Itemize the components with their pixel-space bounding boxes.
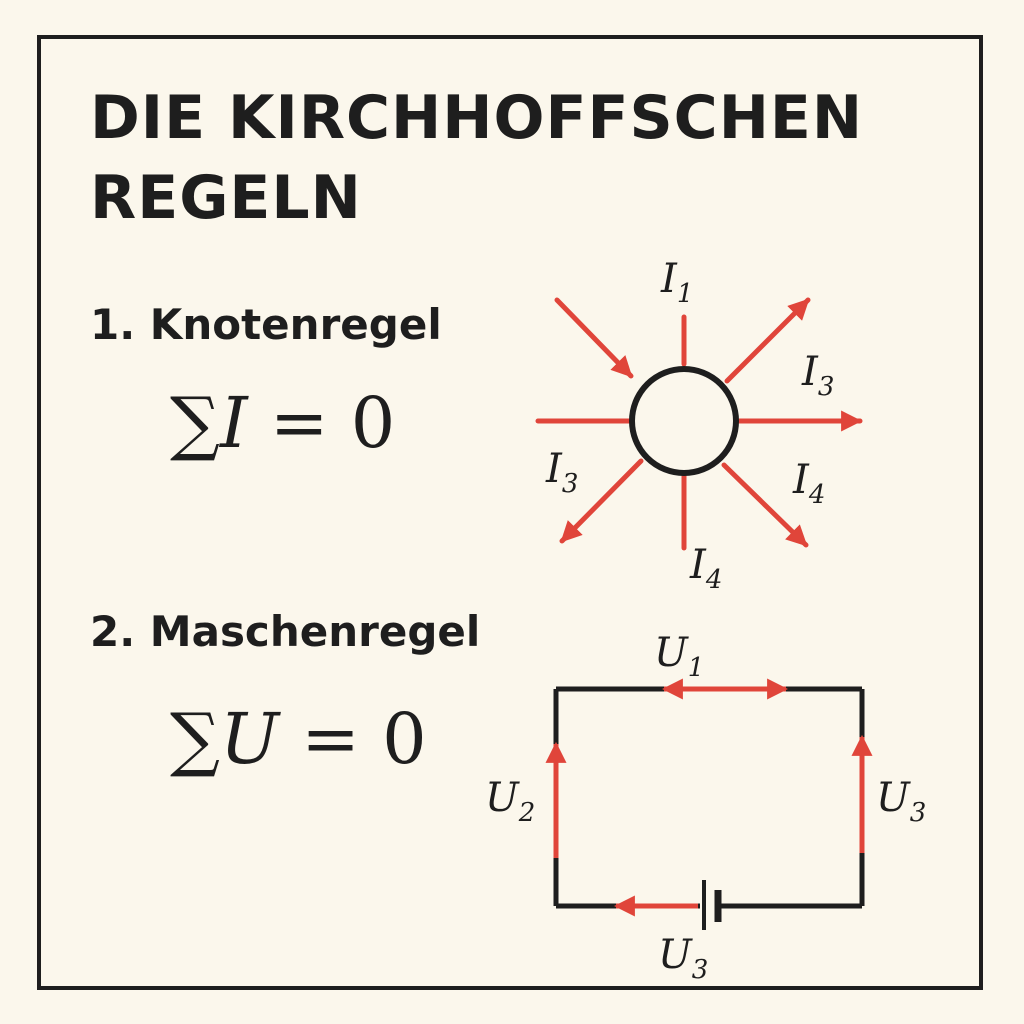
sum-symbol: ∑ [170,698,220,780]
label-u3-bottom: U3 [658,932,708,985]
maschenregel-formula: ∑U = 0 [170,698,427,780]
label-u3-right: U3 [876,775,926,828]
label-u1: U1 [654,630,704,683]
label-i3-left: I3 [545,446,578,499]
title-line-1: DIE KIRCHHOFFSCHEN [90,83,864,153]
branch-outgoing-arrow-down-right [721,462,809,548]
page-title: DIE KIRCHHOFFSCHEN REGELN [90,78,863,238]
title-line-2: REGELN [90,163,362,233]
knotenregel-formula: ∑I = 0 [170,382,395,464]
branch-outgoing-arrow-up [724,297,811,384]
battery-icon [702,880,722,930]
branch-outgoing-arrow-down-left [559,458,644,544]
label-i4-bottom: I4 [689,542,722,595]
border-frame [37,35,983,990]
label-u2: U2 [485,775,535,828]
label-i3-right: I3 [801,349,834,402]
mesh-wires [553,686,865,909]
mesh-diagram [545,678,873,930]
branch-incoming-arrow [554,297,634,379]
junction-node [629,366,739,476]
junction-diagram [535,297,863,551]
knotenregel-heading: 1. Knotenregel [90,300,442,349]
voltage-symbol: U [219,698,279,780]
equals-zero: = 0 [278,698,427,780]
current-symbol: I [219,382,248,464]
label-i1: I1 [660,256,693,309]
maschenregel-heading: 2. Maschenregel [90,607,481,656]
label-i4-right: I4 [792,457,825,510]
sum-symbol: ∑ [170,382,220,464]
equals-zero: = 0 [247,382,396,464]
